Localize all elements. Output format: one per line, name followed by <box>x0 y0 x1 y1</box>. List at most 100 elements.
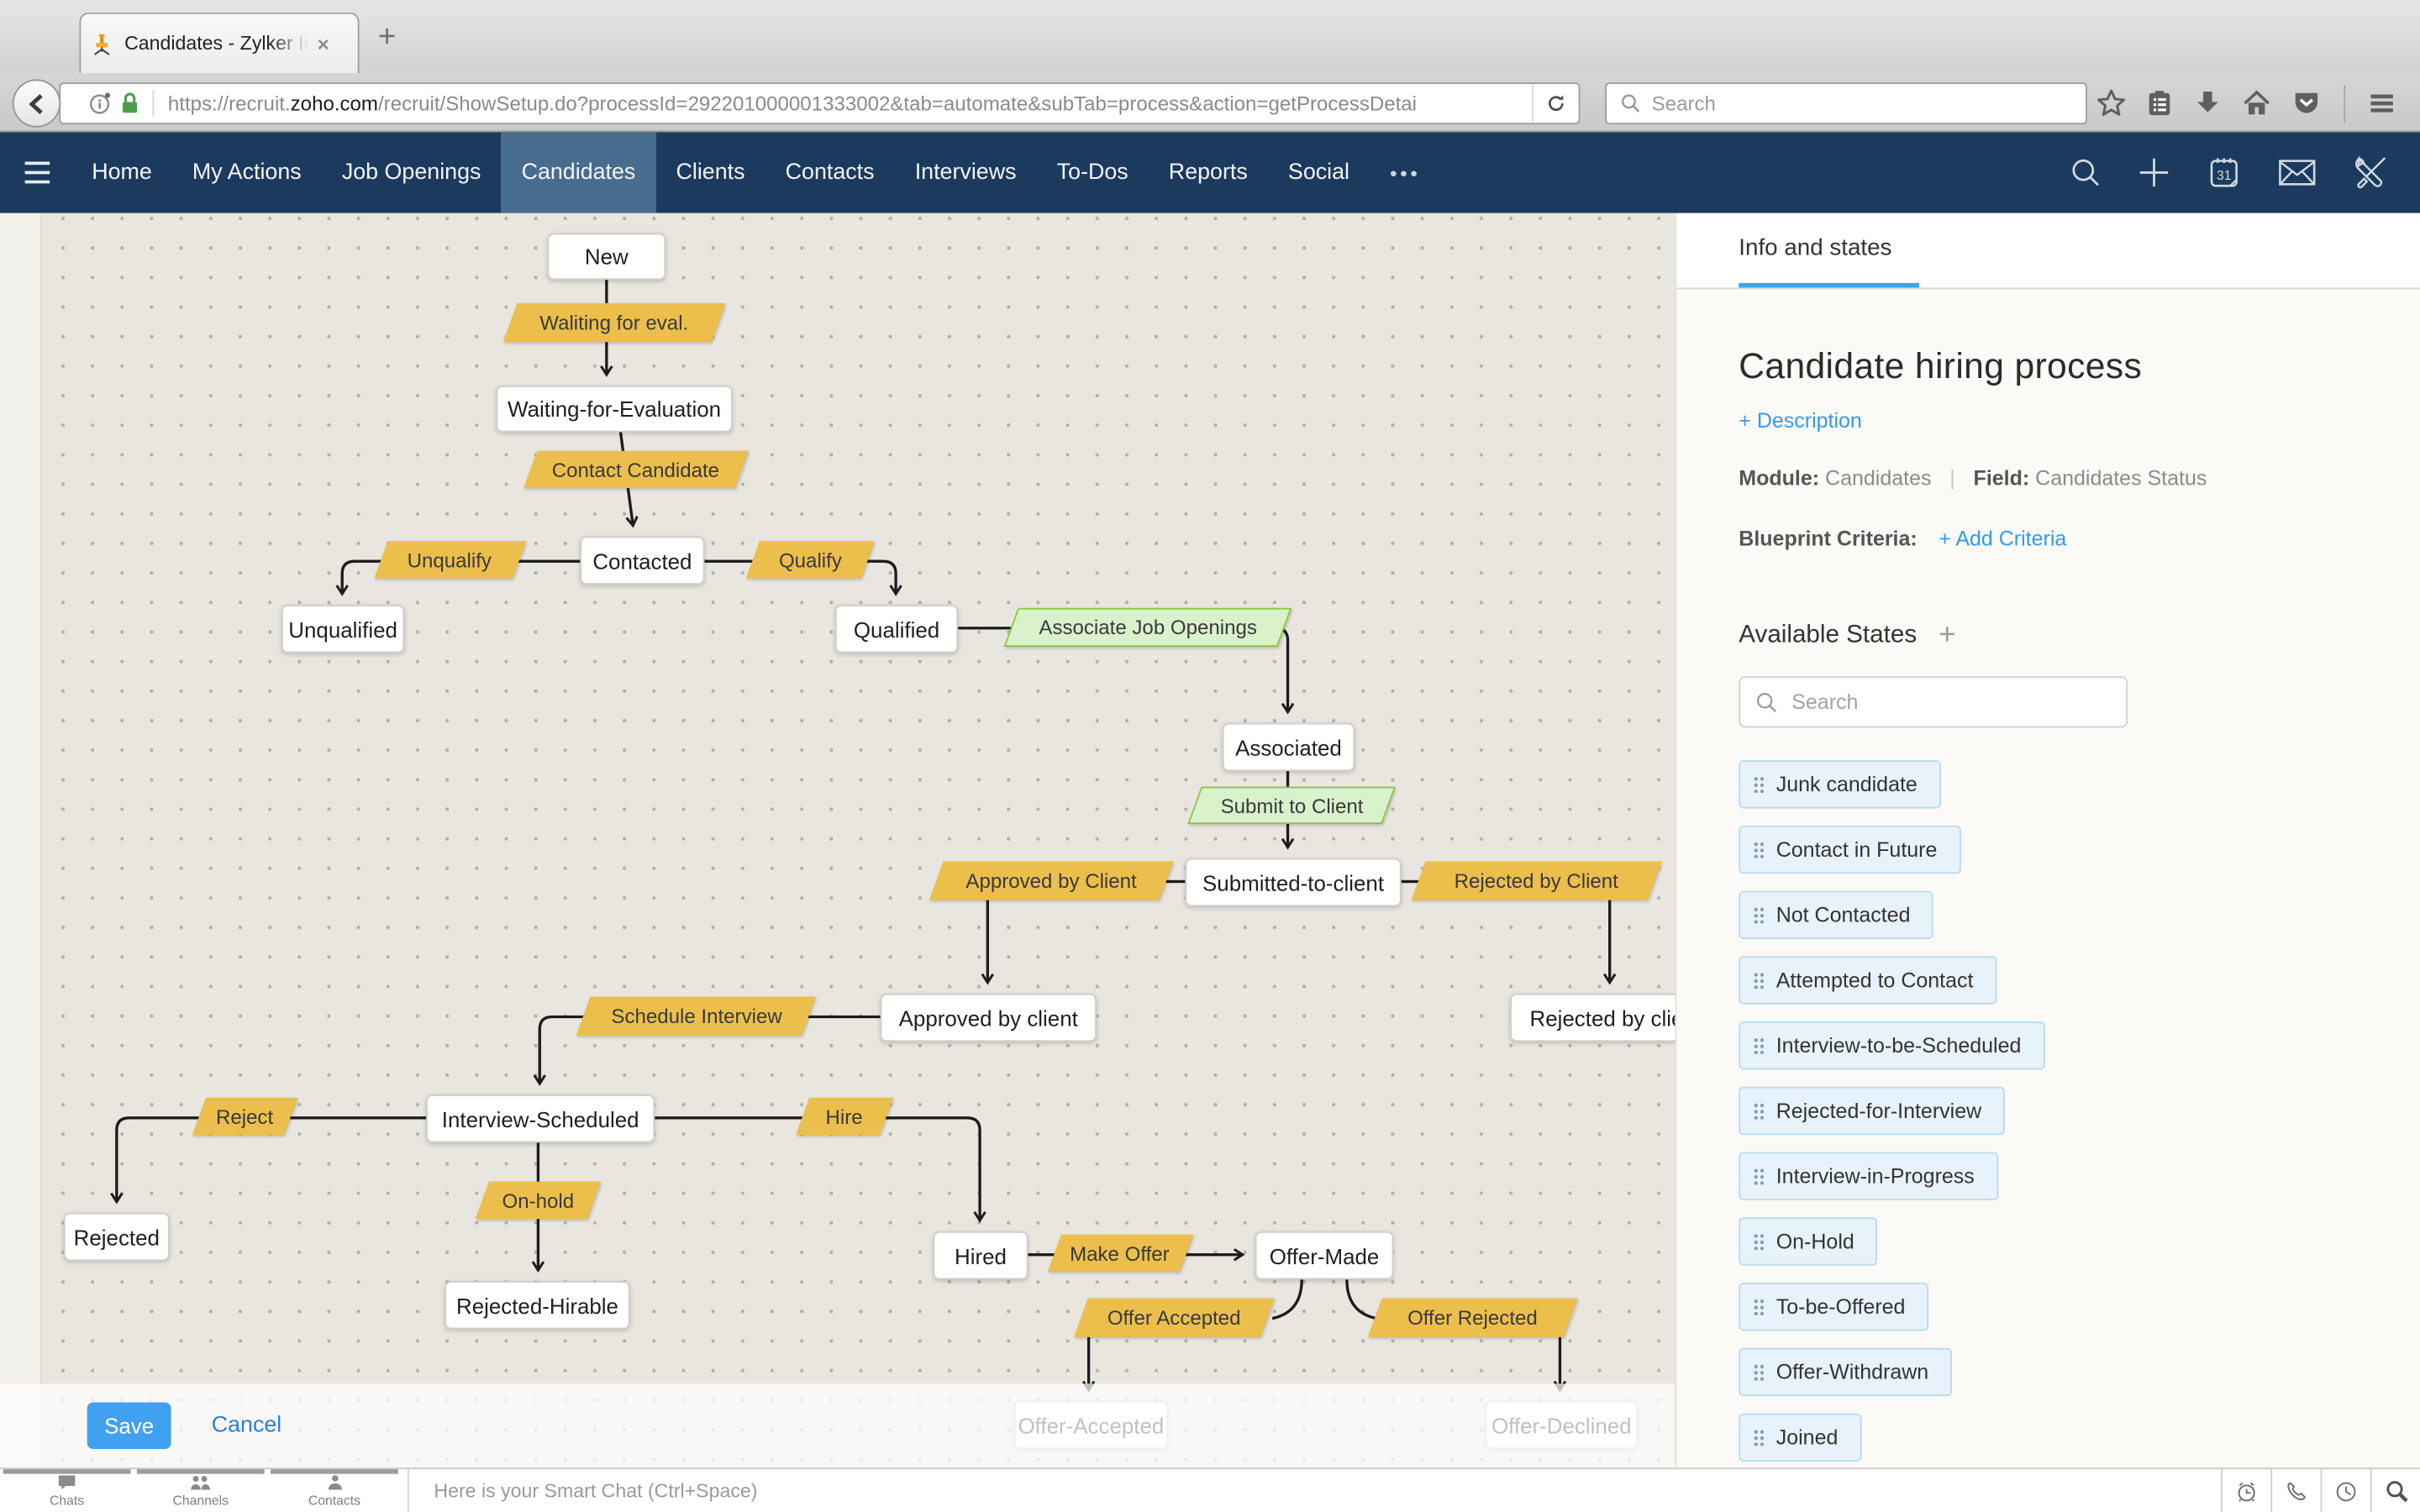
nav-item-contacts[interactable]: Contacts <box>785 160 875 186</box>
tab-info-and-states[interactable]: Info and states <box>1739 234 1892 261</box>
reload-button[interactable] <box>1532 83 1579 123</box>
pocket-icon[interactable] <box>2291 89 2322 118</box>
chat-tab-contacts[interactable]: Contacts <box>267 1469 401 1512</box>
drag-handle-icon[interactable] <box>1752 906 1764 924</box>
state-chip[interactable]: Joined <box>1739 1413 1862 1462</box>
add-state-icon[interactable]: + <box>1939 618 1956 652</box>
app-search-icon[interactable] <box>2069 155 2103 190</box>
state-node-associated[interactable]: Associated <box>1222 722 1355 772</box>
state-chip[interactable]: Interview-in-Progress <box>1739 1152 1998 1200</box>
transition-node-waliting-for-eval[interactable]: Waliting for eval. <box>502 302 726 343</box>
states-search-input[interactable]: Search <box>1739 676 2128 728</box>
nav-item-to-dos[interactable]: To-Dos <box>1056 160 1128 186</box>
state-node-interview-scheduled[interactable]: Interview-Scheduled <box>426 1095 655 1143</box>
drag-handle-icon[interactable] <box>1752 1232 1764 1251</box>
state-node-qualified[interactable]: Qualified <box>834 605 959 654</box>
transition-node-rejected-by-client-action[interactable]: Rejected by Client <box>1411 861 1662 900</box>
state-chip[interactable]: Interview-to-be-Scheduled <box>1739 1021 2045 1070</box>
drag-handle-icon[interactable] <box>1752 1168 1764 1185</box>
state-chip[interactable]: To-be-Offered <box>1739 1282 1929 1331</box>
calls-button[interactable] <box>2270 1469 2320 1512</box>
cancel-button[interactable]: Cancel <box>211 1413 282 1439</box>
drag-handle-icon[interactable] <box>1752 1102 1764 1120</box>
drag-handle-icon[interactable] <box>1752 1428 1764 1446</box>
state-chip[interactable]: Junk candidate <box>1739 760 1941 809</box>
state-node-rejected-hirable[interactable]: Rejected-Hirable <box>445 1281 630 1330</box>
chat-search-button[interactable] <box>2370 1469 2420 1512</box>
lock-icon[interactable] <box>120 92 140 115</box>
home-icon[interactable] <box>2241 89 2272 118</box>
chat-tab-chats[interactable]: Chats <box>0 1469 134 1512</box>
state-node-new[interactable]: New <box>547 233 666 281</box>
state-chip[interactable]: Offer-Withdrawn <box>1739 1347 1952 1397</box>
transition-node-hire[interactable]: Hire <box>795 1097 894 1136</box>
state-node-submitted-to-client[interactable]: Submitted-to-client <box>1185 858 1402 907</box>
transition-node-make-offer[interactable]: Make Offer <box>1047 1234 1194 1273</box>
state-chip[interactable]: Rejected-for-Interview <box>1739 1086 2005 1136</box>
nav-item-reports[interactable]: Reports <box>1168 160 1248 186</box>
transition-node-offer-accepted-action[interactable]: Offer Accepted <box>1073 1298 1275 1337</box>
state-node-waiting-for-evaluation[interactable]: Waiting-for-Evaluation <box>496 386 733 433</box>
transition-node-submit-to-client[interactable]: Submit to Client <box>1187 786 1396 824</box>
nav-item-home[interactable]: Home <box>92 160 152 186</box>
state-node-unqualified[interactable]: Unqualified <box>281 605 405 654</box>
browser-tab[interactable]: Candidates - Zylker Inc. Recr × <box>79 12 360 73</box>
nav-item-clients[interactable]: Clients <box>676 160 745 186</box>
bookmark-star-icon[interactable] <box>2096 89 2126 118</box>
add-new-icon[interactable] <box>2137 155 2171 190</box>
nav-item-job-openings[interactable]: Job Openings <box>341 160 481 186</box>
new-tab-button[interactable]: + <box>377 20 397 55</box>
transition-node-on-hold[interactable]: On-hold <box>475 1181 602 1220</box>
state-node-hired[interactable]: Hired <box>933 1231 1028 1280</box>
nav-item-interviews[interactable]: Interviews <box>914 160 1017 186</box>
app-menu-icon[interactable] <box>0 132 71 213</box>
transition-node-associate-job-openings[interactable]: Associate Job Openings <box>1003 607 1292 647</box>
drag-handle-icon[interactable] <box>1752 841 1764 858</box>
menu-hamburger-icon[interactable] <box>2367 89 2396 118</box>
transition-node-unqualify[interactable]: Unqualify <box>374 541 527 579</box>
url-bar[interactable]: https://recruit.zoho.com/recruit/ShowSet… <box>59 82 1581 125</box>
drag-handle-icon[interactable] <box>1752 971 1764 990</box>
state-node-offer-made[interactable]: Offer-Made <box>1255 1231 1394 1280</box>
state-chip[interactable]: On-Hold <box>1739 1217 1878 1266</box>
state-chip[interactable]: Not Contacted <box>1739 890 1934 939</box>
transition-node-reject[interactable]: Reject <box>192 1097 298 1136</box>
smart-chat-input[interactable]: Here is your Smart Chat (Ctrl+Space) <box>434 1480 758 1502</box>
mail-icon[interactable] <box>2277 155 2317 190</box>
history-button[interactable] <box>2320 1469 2370 1512</box>
drag-handle-icon[interactable] <box>1752 1363 1764 1381</box>
nav-item-my-actions[interactable]: My Actions <box>192 160 302 186</box>
bookmarks-list-icon[interactable] <box>2144 89 2174 118</box>
browser-search-field[interactable]: Search <box>1605 82 2087 125</box>
save-button[interactable]: Save <box>87 1402 171 1450</box>
setup-tools-icon[interactable] <box>2352 154 2389 191</box>
url-text[interactable]: https://recruit.zoho.com/recruit/ShowSet… <box>167 92 1418 115</box>
drag-handle-icon[interactable] <box>1752 1037 1764 1054</box>
nav-item-[interactable]: ••• <box>1390 160 1421 185</box>
transition-node-approved-by-client-action[interactable]: Approved by Client <box>929 861 1174 900</box>
state-node-rejected[interactable]: Rejected <box>63 1212 170 1262</box>
state-chip[interactable]: Attempted to Contact <box>1739 956 1997 1005</box>
calendar-icon[interactable]: 31 <box>2206 154 2243 191</box>
transition-node-offer-rejected-action[interactable]: Offer Rejected <box>1367 1298 1578 1337</box>
state-node-rejected-by-client-state[interactable]: Rejected by clie <box>1510 993 1703 1042</box>
transition-node-qualify[interactable]: Qualify <box>745 541 875 579</box>
drag-handle-icon[interactable] <box>1752 775 1764 793</box>
transition-node-contact-candidate[interactable]: Contact Candidate <box>523 450 749 489</box>
state-node-approved-by-client[interactable]: Approved by client <box>880 993 1097 1042</box>
site-info-icon[interactable] <box>89 92 113 115</box>
drag-handle-icon[interactable] <box>1752 1298 1764 1315</box>
add-description-link[interactable]: + Description <box>1739 408 1862 433</box>
back-button[interactable] <box>12 79 61 128</box>
state-chip[interactable]: Contact in Future <box>1739 825 1961 874</box>
add-criteria-link[interactable]: + Add Criteria <box>1939 527 2067 551</box>
nav-item-candidates[interactable]: Candidates <box>501 132 656 213</box>
reminders-button[interactable] <box>2221 1469 2270 1512</box>
tab-close-icon[interactable]: × <box>317 31 329 55</box>
downloads-icon[interactable] <box>2193 89 2223 118</box>
transition-node-schedule-interview[interactable]: Schedule Interview <box>576 996 816 1036</box>
state-node-contacted[interactable]: Contacted <box>580 536 705 585</box>
nav-item-social[interactable]: Social <box>1287 160 1350 186</box>
chat-tab-channels[interactable]: Channels <box>134 1469 267 1512</box>
